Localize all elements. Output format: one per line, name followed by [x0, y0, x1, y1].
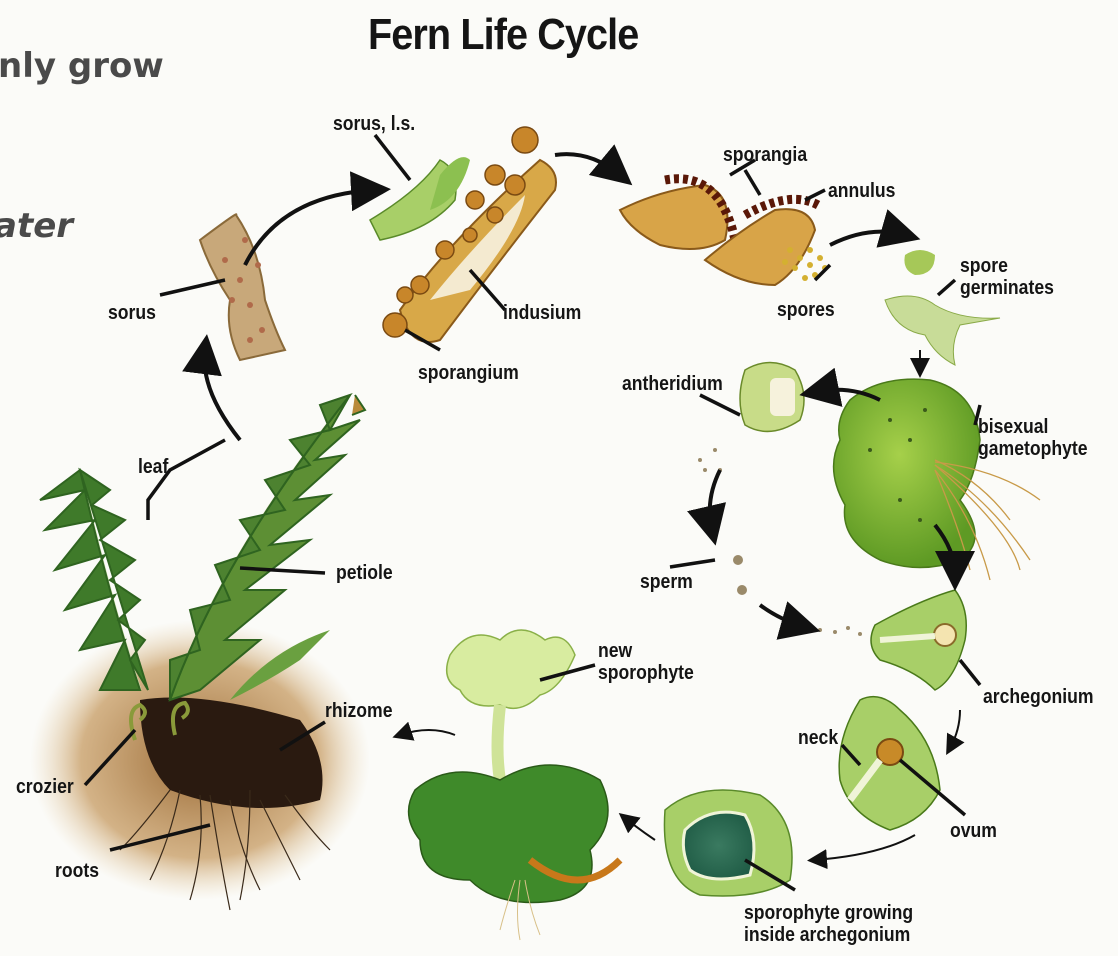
label-petiole: petiole: [336, 562, 393, 584]
label-new-sporophyte: new sporophyte: [598, 640, 694, 684]
label-bisexual-gametophyte: bisexual gametophyte: [978, 416, 1088, 460]
label-ovum: ovum: [950, 820, 997, 842]
embryo-in-archegonium: [664, 790, 792, 896]
new-sporophyte-illustration: [409, 630, 620, 940]
mature-fern-sporophyte: [30, 395, 370, 910]
label-indusium: indusium: [503, 302, 581, 324]
label-sperm: sperm: [640, 571, 693, 593]
label-annulus: annulus: [828, 180, 895, 202]
label-sporangium: sporangium: [418, 362, 519, 384]
label-spores: spores: [777, 299, 835, 321]
sporangia-illustration: [620, 179, 828, 285]
label-neck: neck: [798, 727, 838, 749]
label-antheridium: antheridium: [622, 373, 723, 395]
archegonium-neck-ovum: [839, 697, 940, 830]
label-sporophyte-growing: sporophyte growing inside archegonium: [744, 902, 913, 946]
sorus-leaflet: [200, 214, 285, 360]
diagram-title: Fern Life Cycle: [368, 10, 638, 60]
bisexual-gametophyte-illustration: [834, 379, 1040, 580]
archegonium-illustration: [871, 590, 966, 690]
label-rhizome: rhizome: [325, 700, 392, 722]
label-sorus: sorus: [108, 302, 156, 324]
label-roots: roots: [55, 860, 99, 882]
label-sorus-ls: sorus, l.s.: [333, 113, 415, 135]
label-spore-germinates: spore germinates: [960, 255, 1054, 299]
label-archegonium: archegonium: [983, 686, 1094, 708]
label-crozier: crozier: [16, 776, 74, 798]
label-sporangia: sporangia: [723, 144, 807, 166]
label-leaf: leaf: [138, 456, 168, 478]
